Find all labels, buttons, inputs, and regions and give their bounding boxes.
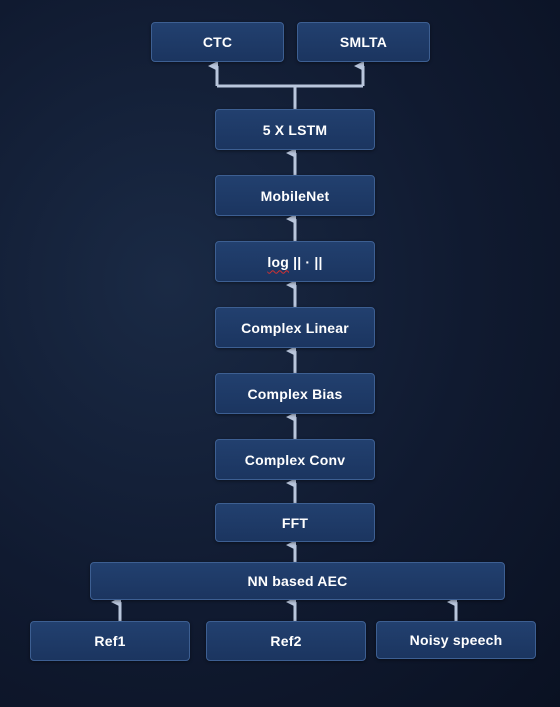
complex-linear-box: Complex Linear xyxy=(215,307,375,348)
connector-lstm-split xyxy=(217,84,297,109)
log-norm-box: log || · || xyxy=(215,241,375,282)
lstm-box: 5 X LSTM xyxy=(215,109,375,150)
nn-aec-box: NN based AEC xyxy=(90,562,505,600)
complex-bias-box: Complex Bias xyxy=(215,373,375,414)
ref2-box: Ref2 xyxy=(206,621,366,661)
ctc-box: CTC xyxy=(151,22,284,62)
mobilenet-box: MobileNet xyxy=(215,175,375,216)
noisy-speech-box: Noisy speech xyxy=(376,621,536,659)
norm-label: || · || xyxy=(288,253,323,270)
fft-box: FFT xyxy=(215,503,375,542)
log-label: log xyxy=(267,253,289,270)
complex-conv-box: Complex Conv xyxy=(215,439,375,480)
ref1-box: Ref1 xyxy=(30,621,190,661)
smlta-box: SMLTA xyxy=(297,22,430,62)
